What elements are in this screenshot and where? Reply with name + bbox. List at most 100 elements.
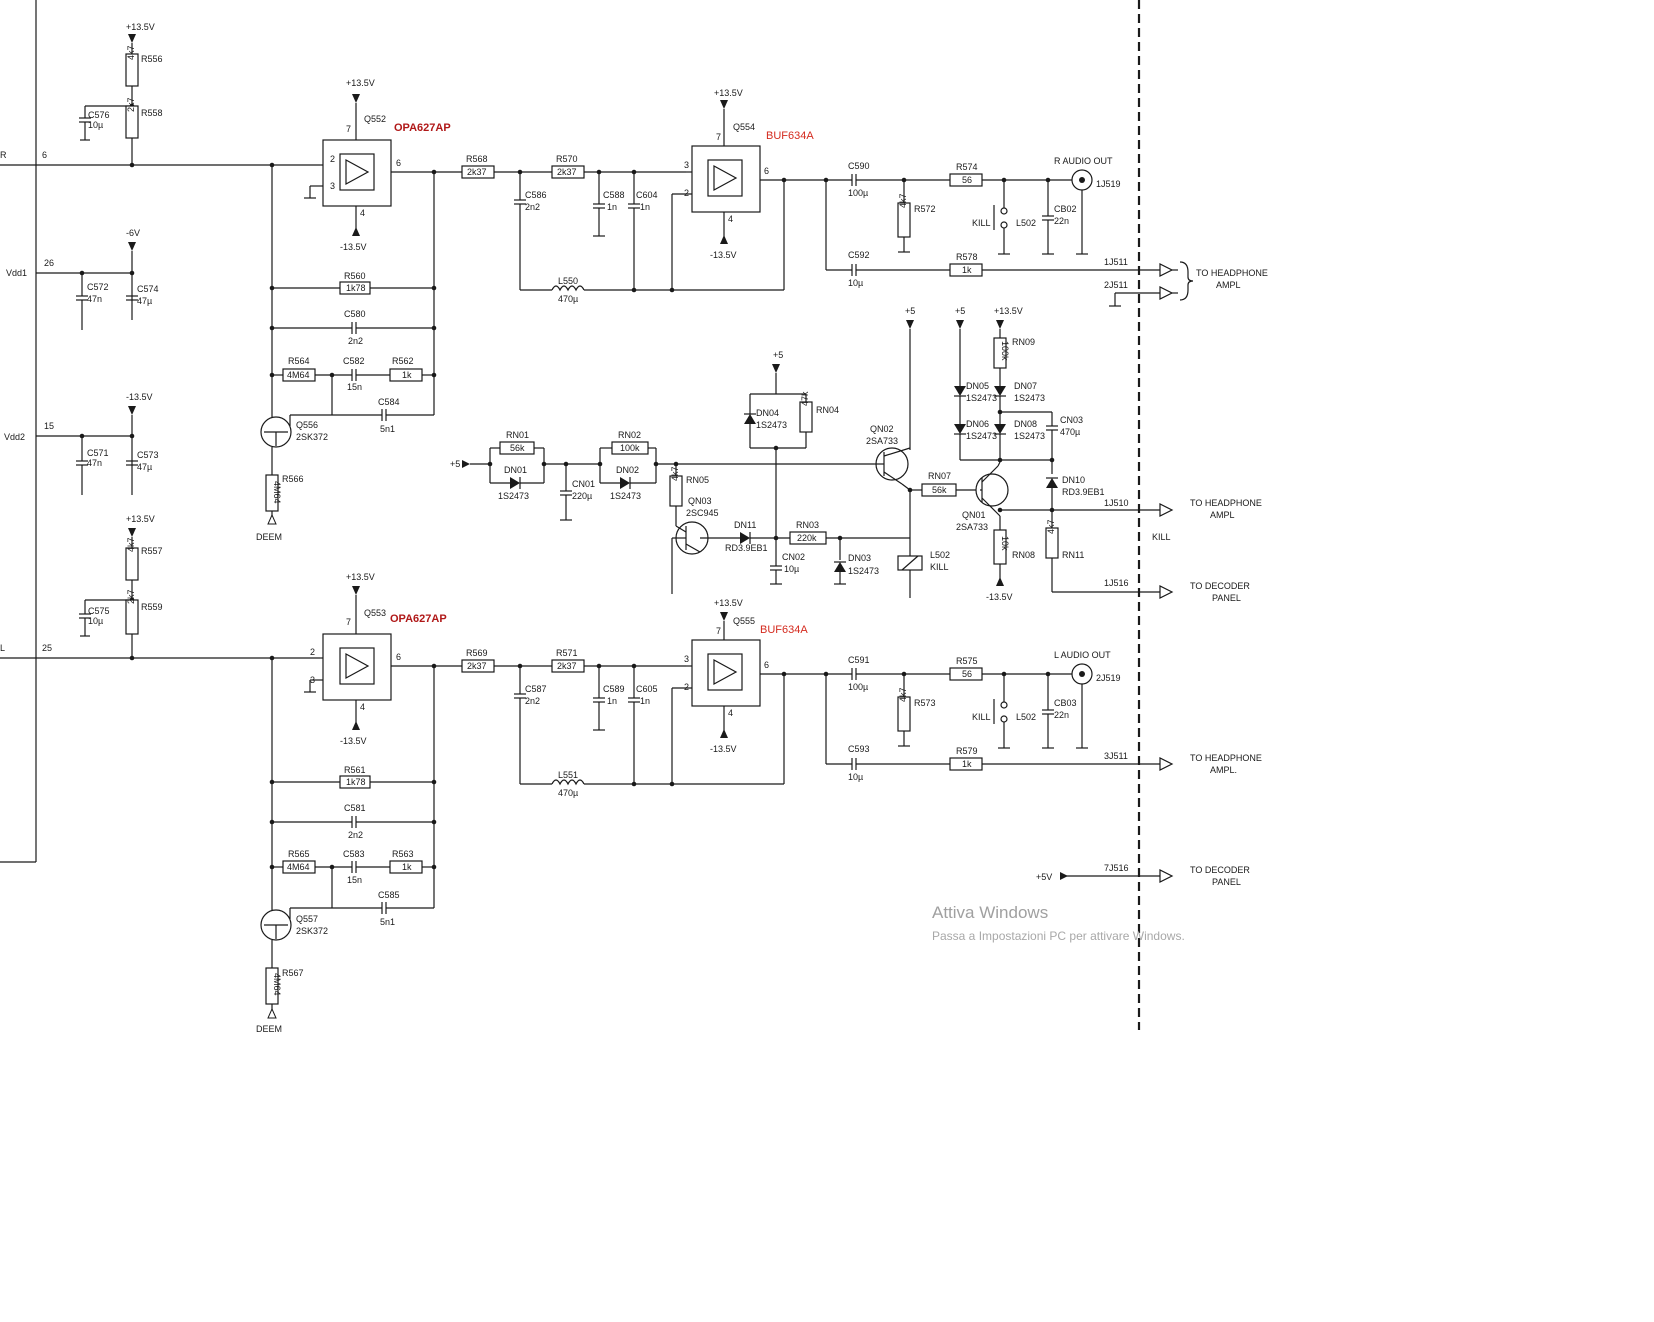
r-channel-input-network: +13.5V 4k7 R556 C576 10µ 2k7 R558 -6V C5…	[76, 22, 163, 495]
svg-text:470µ: 470µ	[558, 294, 578, 304]
svg-text:22n: 22n	[1054, 216, 1069, 226]
r-channel-opamp-stage: +13.5V 7 Q552 2 3 6 4 -13.5V OPA627AP 1k…	[256, 78, 451, 542]
svg-text:R573: R573	[914, 698, 936, 708]
svg-text:CB03: CB03	[1054, 698, 1077, 708]
watermark-title: Attiva Windows	[932, 903, 1048, 922]
svg-text:C581: C581	[344, 803, 366, 813]
svg-text:R559: R559	[141, 602, 163, 612]
svg-text:C591: C591	[848, 655, 870, 665]
svg-text:10µ: 10µ	[784, 564, 799, 574]
svg-text:L502: L502	[930, 550, 950, 560]
svg-text:KILL: KILL	[972, 712, 991, 722]
kill-control-circuit: +5 56k RN01 DN01 1S2473 CN01 220µ 100k R…	[450, 306, 1262, 603]
svg-text:RD3.9EB1: RD3.9EB1	[1062, 487, 1105, 497]
svg-text:4M64: 4M64	[272, 481, 282, 504]
svg-text:C580: C580	[344, 309, 366, 319]
svg-text:100k: 100k	[620, 443, 640, 453]
svg-text:DN10: DN10	[1062, 475, 1085, 485]
svg-text:+13.5V: +13.5V	[994, 306, 1023, 316]
svg-text:-6V: -6V	[126, 228, 140, 238]
svg-text:L551: L551	[558, 770, 578, 780]
svg-text:C574: C574	[137, 284, 159, 294]
l-channel-buffer: +13.5V Q555 7 3 2 6 4 -13.5V BUF634A	[672, 598, 852, 784]
svg-text:56k: 56k	[932, 485, 947, 495]
svg-text:RN01: RN01	[506, 430, 529, 440]
svg-text:2: 2	[684, 188, 689, 198]
svg-text:2n2: 2n2	[348, 830, 363, 840]
svg-text:-13.5V: -13.5V	[340, 242, 367, 252]
vdd1-label: Vdd1	[6, 268, 27, 278]
svg-text:10µ: 10µ	[848, 772, 863, 782]
svg-text:C604: C604	[636, 190, 658, 200]
svg-text:6: 6	[764, 660, 769, 670]
svg-text:15n: 15n	[347, 875, 362, 885]
pin-26-label: 26	[44, 258, 54, 268]
svg-text:Q552: Q552	[364, 114, 386, 124]
svg-text:+13.5V: +13.5V	[346, 572, 375, 582]
svg-text:100k: 100k	[1000, 341, 1010, 361]
svg-text:2n2: 2n2	[525, 202, 540, 212]
svg-text:L AUDIO OUT: L AUDIO OUT	[1054, 650, 1111, 660]
svg-text:R558: R558	[141, 108, 163, 118]
svg-text:+13.5V: +13.5V	[714, 88, 743, 98]
svg-text:2SK372: 2SK372	[296, 926, 328, 936]
svg-text:C588: C588	[603, 190, 625, 200]
svg-text:L502: L502	[1016, 712, 1036, 722]
svg-text:CN03: CN03	[1060, 415, 1083, 425]
svg-text:CB02: CB02	[1054, 204, 1077, 214]
svg-text:3: 3	[684, 654, 689, 664]
svg-text:4: 4	[728, 708, 733, 718]
svg-text:1k78: 1k78	[346, 777, 366, 787]
svg-text:DEEM: DEEM	[256, 1024, 282, 1034]
svg-text:DN05: DN05	[966, 381, 989, 391]
svg-text:2J519: 2J519	[1096, 673, 1121, 683]
svg-text:C587: C587	[525, 684, 547, 694]
svg-text:DN04: DN04	[756, 408, 779, 418]
svg-text:CN02: CN02	[782, 552, 805, 562]
svg-text:2k37: 2k37	[557, 167, 577, 177]
svg-text:1S2473: 1S2473	[1014, 431, 1045, 441]
svg-text:4k7: 4k7	[126, 45, 136, 60]
svg-text:DN08: DN08	[1014, 419, 1037, 429]
svg-text:220k: 220k	[797, 533, 817, 543]
svg-text:4k7: 4k7	[898, 687, 908, 702]
svg-text:2: 2	[330, 154, 335, 164]
svg-text:2k37: 2k37	[467, 661, 487, 671]
svg-text:R572: R572	[914, 204, 936, 214]
svg-text:4k7: 4k7	[670, 466, 680, 481]
opa627ap-bottom-label: OPA627AP	[390, 613, 447, 625]
svg-text:56k: 56k	[510, 443, 525, 453]
svg-text:6: 6	[764, 166, 769, 176]
svg-text:L502: L502	[1016, 218, 1036, 228]
svg-text:4k7: 4k7	[1046, 519, 1056, 534]
supply-label: +13.5V	[126, 22, 155, 32]
svg-text:47k: 47k	[800, 391, 810, 406]
svg-text:DEEM: DEEM	[256, 532, 282, 542]
svg-text:R564: R564	[288, 356, 310, 366]
svg-text:1J511: 1J511	[1104, 257, 1128, 267]
r-channel-filter: 2k37 R568 2k37 R570 C586 2n2 C588 1n C60…	[434, 154, 784, 304]
svg-text:R570: R570	[556, 154, 578, 164]
svg-text:2SA733: 2SA733	[956, 522, 988, 532]
svg-text:RN09: RN09	[1012, 337, 1035, 347]
l-channel-output: C591 100µ 56 R575 4k7 R573 KILL L502 CB0…	[825, 650, 1262, 887]
svg-text:2J511: 2J511	[1104, 280, 1128, 290]
svg-text:-13.5V: -13.5V	[986, 592, 1013, 602]
svg-text:2k7: 2k7	[126, 589, 136, 604]
svg-text:L550: L550	[558, 276, 578, 286]
svg-text:470µ: 470µ	[1060, 427, 1080, 437]
svg-text:DN03: DN03	[848, 553, 871, 563]
svg-text:6: 6	[396, 158, 401, 168]
svg-text:1S2473: 1S2473	[756, 420, 787, 430]
svg-text:1S2473: 1S2473	[1014, 393, 1045, 403]
svg-text:2: 2	[310, 647, 315, 657]
svg-text:1k: 1k	[962, 265, 972, 275]
svg-text:TO DECODER: TO DECODER	[1190, 865, 1250, 875]
svg-text:1k: 1k	[402, 370, 412, 380]
svg-text:DN06: DN06	[966, 419, 989, 429]
svg-text:TO HEADPHONE: TO HEADPHONE	[1190, 498, 1262, 508]
r-channel-output: C590 100µ 56 R574 4k7 R572 KILL L502 CB0…	[825, 156, 1268, 307]
svg-text:4M64: 4M64	[287, 370, 310, 380]
svg-text:R575: R575	[956, 656, 978, 666]
svg-text:2n2: 2n2	[525, 696, 540, 706]
